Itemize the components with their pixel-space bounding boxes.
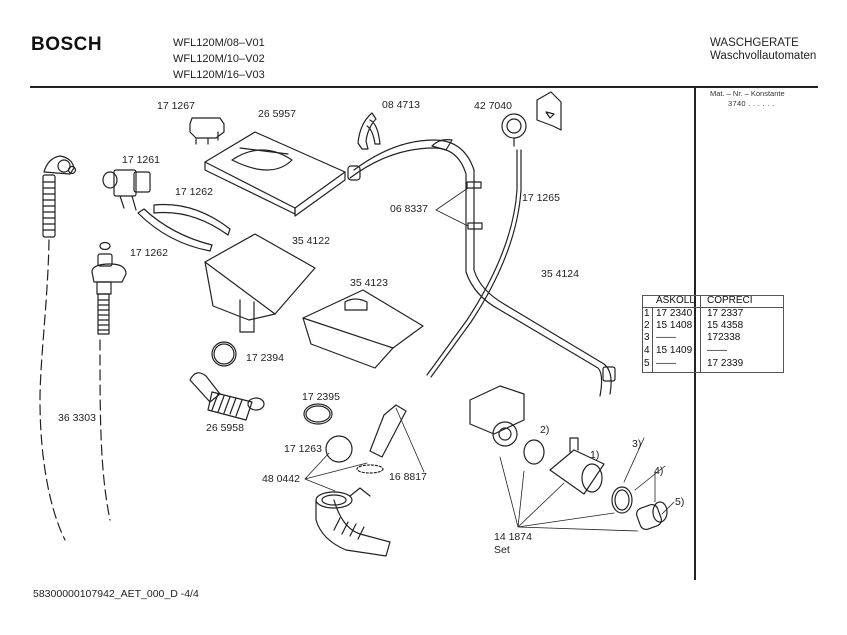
table-row: 4 15 1409 ——: [643, 345, 783, 357]
askoll-value: 17 2340: [656, 308, 693, 319]
part-label-354122: 35 4122: [292, 235, 330, 247]
bellows-hose-illustration: [189, 372, 265, 421]
model-number-3: WFL120M/16–V03: [173, 69, 265, 81]
table-index-divider: [652, 308, 653, 372]
part-label-480442: 48 0442: [262, 473, 300, 485]
ball-valve-illustration: [325, 435, 353, 463]
part-label-141874: 14 1874: [494, 531, 532, 543]
askoll-value: 15 1408: [656, 320, 693, 331]
row-index: 3: [644, 332, 650, 343]
copreci-value: ——: [707, 345, 727, 356]
table-header-copreci: COPRECI: [707, 295, 753, 306]
callout-4: 4): [654, 465, 664, 477]
supplier-parts-table: ASKOLL COPRECI 1 17 2340 17 2337 2 15 14…: [642, 295, 784, 373]
pump-housing-illustration: [549, 437, 605, 495]
part-label-265958: 26 5958: [206, 422, 244, 434]
sump-hose-illustration: [315, 487, 391, 557]
hose-assembly-illustration: [347, 139, 616, 397]
part-label-172394: 17 2394: [246, 352, 284, 364]
part-label-068337: 06 8337: [390, 203, 428, 215]
part-label-168817: 16 8817: [389, 471, 427, 483]
vertical-divider: [694, 88, 696, 580]
pressure-switch-illustration: [501, 113, 527, 147]
bracket-illustration: [536, 91, 562, 131]
row-index: 4: [644, 345, 650, 356]
row-index: 5: [644, 358, 650, 369]
row-index: 2: [644, 320, 650, 331]
table-row: 3 —— 172338: [643, 332, 783, 344]
part-label-354124: 35 4124: [541, 268, 579, 280]
category-title: WASCHGERATE: [710, 37, 799, 49]
askoll-value: ——: [656, 332, 676, 343]
filter-seal-ring: [611, 486, 633, 514]
part-label-084713: 08 4713: [382, 99, 420, 111]
clip-illustration: [189, 117, 225, 145]
askoll-value: 15 1409: [656, 345, 693, 356]
model-number-2: WFL120M/10–V02: [173, 53, 265, 65]
document-id: 58300000107942_AET_000_D -4/4: [33, 588, 199, 600]
part-label-set: Set: [494, 544, 510, 556]
part-label-171267: 17 1267: [157, 100, 195, 112]
inlet-connector-illustration: [91, 241, 127, 335]
callout-5: 5): [675, 496, 685, 508]
header-rule: [30, 86, 818, 88]
mat-nr-value: 3740 . . . . . .: [728, 99, 775, 108]
tube-lower-illustration: [137, 208, 213, 252]
tube-upper-illustration: [153, 203, 231, 236]
askoll-value: ——: [656, 358, 676, 369]
copreci-value: 17 2337: [707, 308, 744, 319]
hose-dashed-line: [39, 239, 66, 541]
detergent-tray-frame-illustration: [204, 131, 346, 217]
detergent-drawer-illustration: [302, 289, 424, 369]
mat-nr-label: Mat. – Nr. – Konstante: [710, 89, 785, 98]
seal-ring-172394: [211, 341, 237, 367]
table-row: 2 15 1408 15 4358: [643, 320, 783, 332]
sensor-tube-illustration: [369, 404, 407, 458]
part-label-171261: 17 1261: [122, 154, 160, 166]
part-label-171263: 17 1263: [284, 443, 322, 455]
table-header-askoll: ASKOLL: [656, 295, 695, 306]
table-row: 5 —— 17 2339: [643, 358, 783, 370]
copreci-value: 172338: [707, 332, 741, 343]
seal-ring-172395: [303, 403, 333, 425]
pressure-tube-illustration: [426, 149, 522, 378]
part-label-354123: 35 4123: [350, 277, 388, 289]
category-subtitle: Waschvollautomaten: [710, 50, 817, 62]
part-label-427040: 42 7040: [474, 100, 512, 112]
part-label-172395: 17 2395: [302, 391, 340, 403]
inlet-hose-top-illustration: [42, 155, 77, 238]
filter-illustration: [635, 501, 668, 531]
callout-2: 2): [540, 424, 550, 436]
dispenser-housing-illustration: [204, 233, 316, 333]
copreci-value: 17 2339: [707, 358, 744, 369]
hose-hook-illustration: [357, 112, 381, 150]
model-number-1: WFL120M/08–V01: [173, 37, 265, 49]
part-label-171265: 17 1265: [522, 192, 560, 204]
table-column-divider: [700, 296, 701, 372]
callout-1: 1): [590, 449, 600, 461]
part-label-265957: 26 5957: [258, 108, 296, 120]
part-label-171262-a: 17 1262: [175, 186, 213, 198]
pump-seal-ring: [523, 439, 545, 465]
part-label-171262-b: 17 1262: [130, 247, 168, 259]
copreci-value: 15 4358: [707, 320, 744, 331]
row-index: 1: [644, 308, 650, 319]
brand-logo: BOSCH: [31, 34, 103, 55]
table-row: 1 17 2340 17 2337: [643, 308, 783, 320]
inlet-valve-illustration: [102, 169, 151, 211]
table-header: ASKOLL COPRECI: [643, 295, 783, 308]
callout-3: 3): [632, 438, 642, 450]
part-label-363303: 36 3303: [58, 412, 96, 424]
drain-pump-illustration: [469, 385, 525, 447]
